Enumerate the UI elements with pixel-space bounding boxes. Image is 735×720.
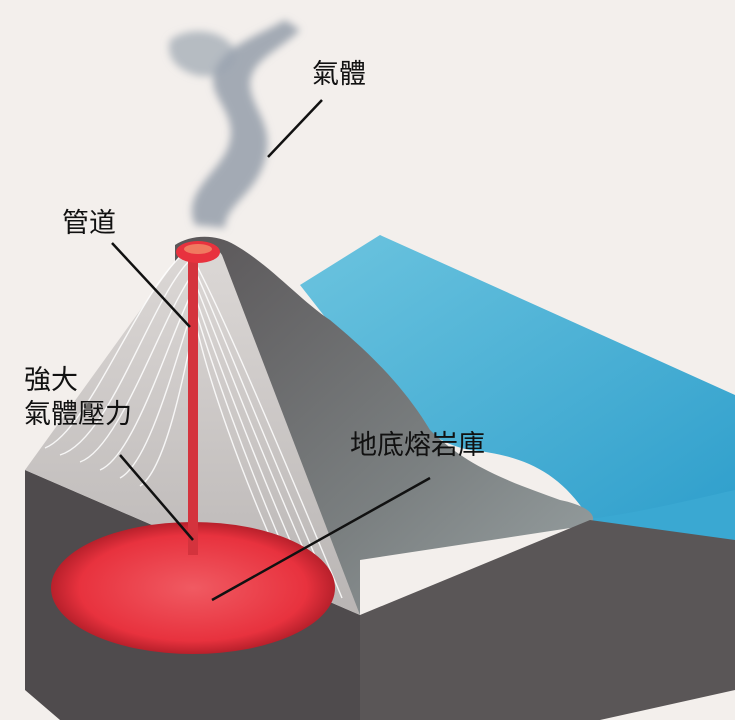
label-gas-pressure: 強大 氣體壓力 [24, 364, 132, 432]
conduit [188, 255, 198, 555]
label-gas-pressure-line1: 強大 [24, 365, 78, 396]
label-gas: 氣體 [312, 59, 366, 90]
label-conduit: 管道 [62, 208, 116, 239]
magma-chamber [51, 522, 335, 654]
crater-rim [184, 244, 212, 254]
gas-plume [169, 20, 300, 228]
leader-chamber [211, 476, 431, 602]
leader-gas [267, 99, 323, 158]
label-gas-pressure-line2: 氣體壓力 [24, 399, 132, 430]
leader-pressure [119, 454, 194, 541]
leader-conduit [111, 242, 191, 328]
label-magma-chamber: 地底熔岩庫 [350, 430, 485, 461]
block-right-face [360, 520, 735, 720]
sea-surface [300, 235, 735, 520]
leader-lines [111, 99, 431, 602]
